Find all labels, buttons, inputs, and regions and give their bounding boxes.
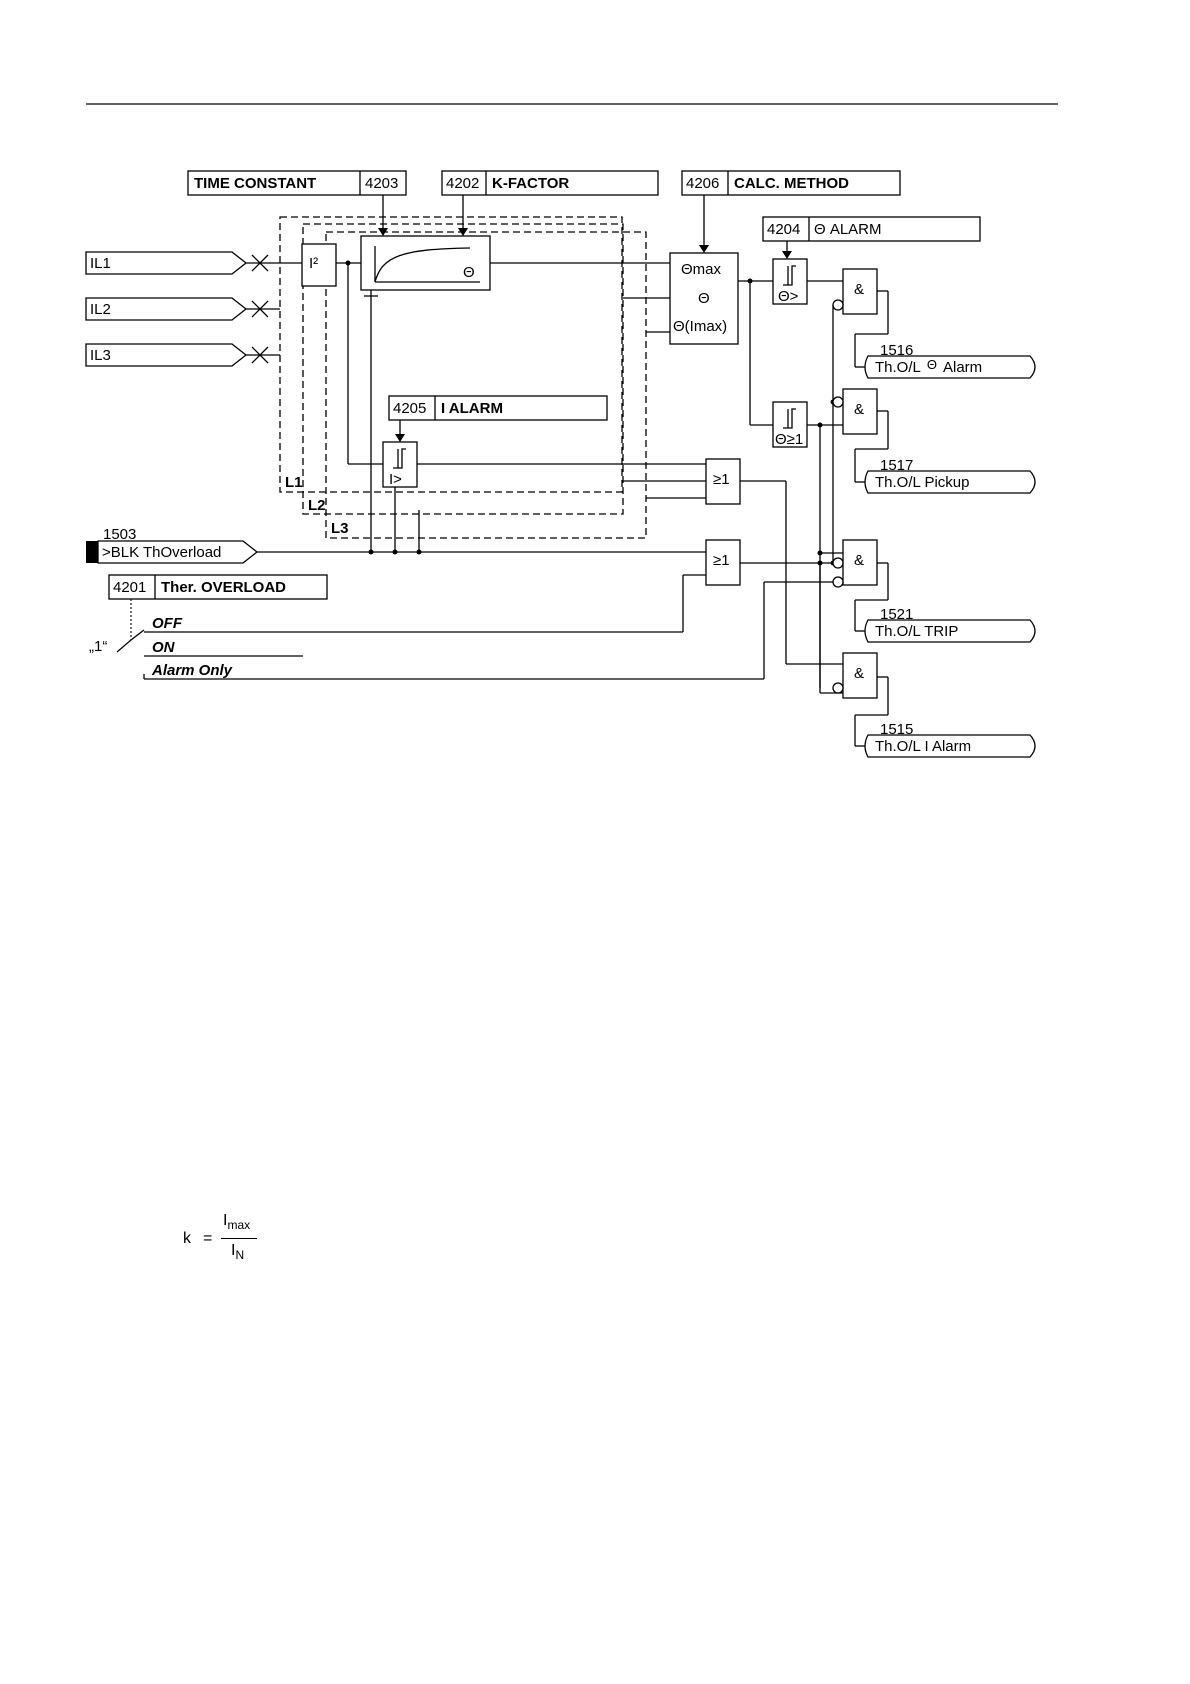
input-blk-thoverload: 1503 >BLK ThOverload: [86, 290, 706, 563]
svg-text:Alarm Only: Alarm Only: [151, 662, 233, 679]
svg-text:„1“: „1“: [89, 638, 107, 655]
svg-text:CALC. METHOD: CALC. METHOD: [734, 175, 849, 192]
svg-text:IL1: IL1: [90, 255, 111, 272]
output-1515: 1515 Th.O/L I Alarm: [865, 721, 1035, 757]
formula-denominator: IN: [231, 1242, 244, 1262]
svg-text:4206: 4206: [686, 175, 719, 192]
svg-text:>BLK ThOverload: >BLK ThOverload: [102, 544, 221, 561]
svg-text:Θ ALARM: Θ ALARM: [814, 221, 882, 238]
or1-feed-lines: [623, 481, 706, 498]
svg-text:TIME CONSTANT: TIME CONSTANT: [194, 175, 316, 192]
svg-text:Ther. OVERLOAD: Ther. OVERLOAD: [161, 579, 286, 596]
svg-text:Th.O/L I Alarm: Th.O/L I Alarm: [875, 738, 971, 755]
param-time-constant: TIME CONSTANT 4203: [188, 171, 406, 195]
svg-text:I ALARM: I ALARM: [441, 400, 503, 417]
comparator-i-gt: I>: [348, 263, 706, 488]
svg-text:IL3: IL3: [90, 347, 111, 364]
k-factor-formula: k = Imax IN: [183, 1210, 273, 1270]
block-distribution: [820, 305, 836, 688]
param-calc-method: 4206 CALC. METHOD: [682, 171, 900, 195]
svg-text:4203: 4203: [365, 175, 398, 192]
input-il3: IL3: [86, 344, 280, 366]
formula-k: k: [183, 1230, 191, 1248]
svg-text:Θmax: Θmax: [681, 261, 722, 278]
svg-text:ON: ON: [152, 639, 176, 656]
svg-text:4204: 4204: [767, 221, 800, 238]
svg-text:I>: I>: [389, 471, 402, 488]
svg-text:Th.O/L Pickup: Th.O/L Pickup: [875, 474, 969, 491]
output-1517: 1517 Th.O/L Pickup: [865, 457, 1035, 493]
output-1521: 1521 Th.O/L TRIP: [865, 606, 1035, 642]
or-gate-2: ≥1: [706, 540, 836, 585]
svg-text:L3: L3: [331, 520, 349, 537]
svg-text:≥1: ≥1: [713, 471, 730, 488]
i-squared-block: I²: [302, 244, 361, 286]
svg-text:Θ: Θ: [698, 290, 710, 307]
svg-text:4201: 4201: [113, 579, 146, 596]
svg-text:L2: L2: [308, 497, 326, 514]
svg-text:I²: I²: [309, 255, 318, 272]
svg-text:&: &: [854, 665, 864, 682]
svg-text:Θ≥1: Θ≥1: [775, 431, 803, 448]
svg-text:IL2: IL2: [90, 301, 111, 318]
svg-text:Θ>: Θ>: [778, 288, 799, 305]
calc-method-block: Θmax Θ Θ(Imax): [670, 253, 773, 425]
svg-text:K-FACTOR: K-FACTOR: [492, 175, 569, 192]
svg-text:4205: 4205: [393, 400, 426, 417]
param-i-alarm: 4205 I ALARM: [389, 396, 607, 442]
svg-text:Θ: Θ: [463, 264, 475, 281]
param-k-factor: 4202 K-FACTOR: [442, 171, 658, 195]
svg-text:&: &: [854, 552, 864, 569]
input-il2: IL2: [86, 298, 280, 320]
svg-text:OFF: OFF: [152, 615, 183, 632]
svg-text:Θ(Imax): Θ(Imax): [673, 318, 727, 335]
svg-text:4202: 4202: [446, 175, 479, 192]
param-theta-alarm: 4204 Θ ALARM: [763, 217, 980, 241]
svg-text:≥1: ≥1: [713, 552, 730, 569]
formula-eq: =: [203, 1230, 212, 1248]
fraction-bar: [221, 1238, 257, 1239]
svg-text:&: &: [854, 401, 864, 418]
comparator-theta-gt: Θ>: [773, 259, 843, 305]
svg-text:&: &: [854, 281, 864, 298]
svg-text:L1: L1: [285, 474, 303, 491]
input-il1: IL1: [86, 252, 302, 274]
param-ther-overload: 4201 Ther. OVERLOAD: [109, 575, 327, 599]
svg-text:Th.O/L TRIP: Th.O/L TRIP: [875, 623, 958, 640]
formula-numerator: Imax: [223, 1212, 250, 1232]
